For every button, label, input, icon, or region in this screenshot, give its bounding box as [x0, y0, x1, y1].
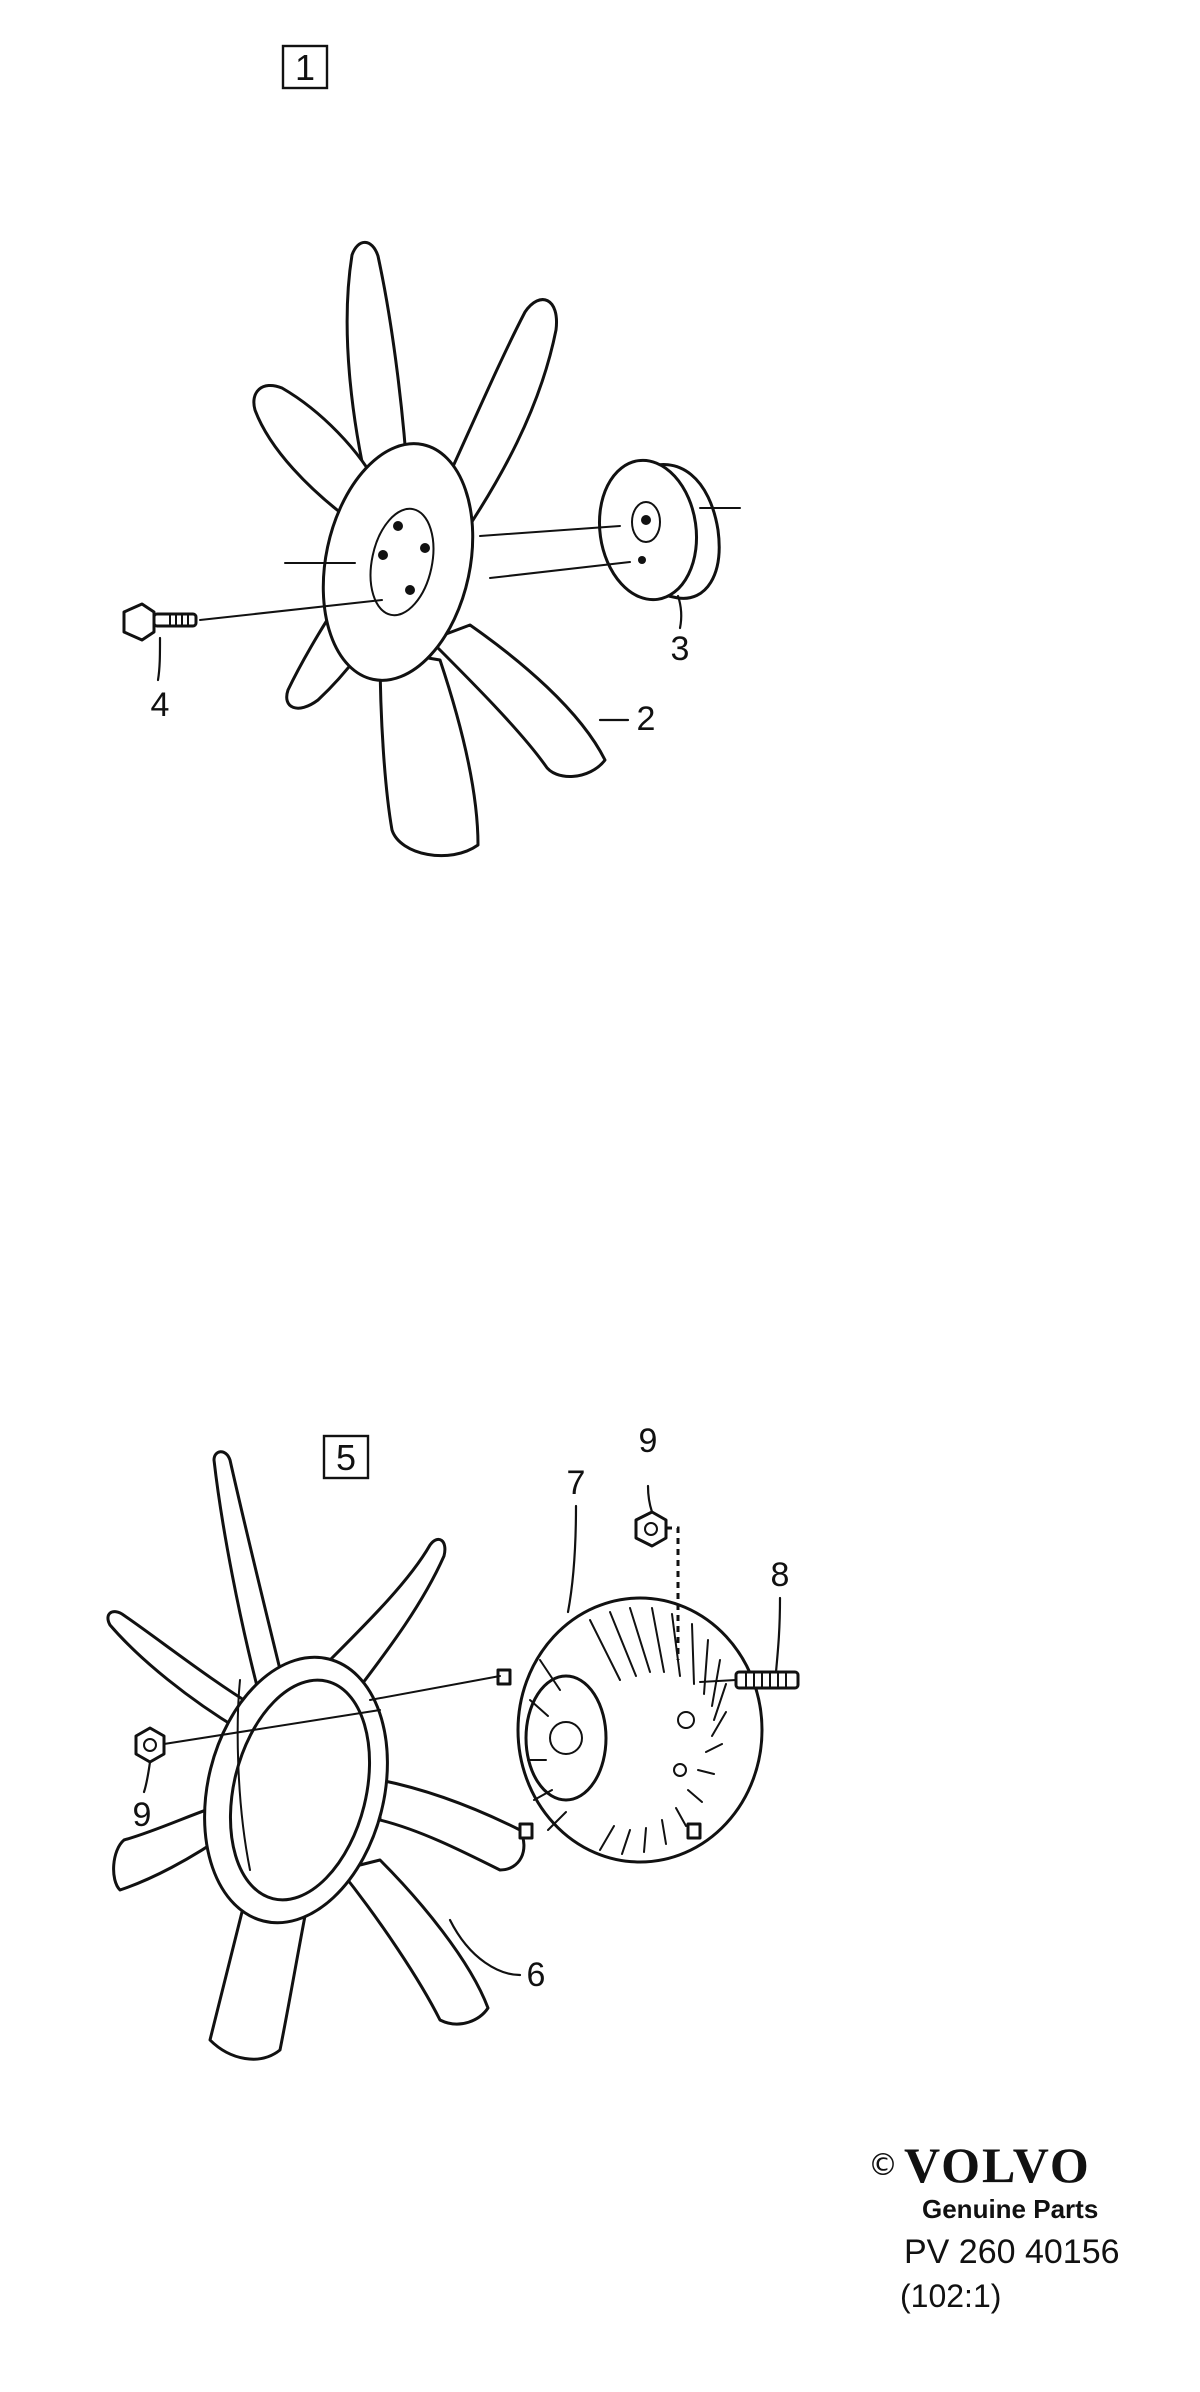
callout-7: 7 — [567, 1464, 586, 1502]
callout-4: 4 — [151, 686, 170, 724]
reference-number: PV 260 40156 — [904, 2233, 1120, 2271]
callout-8: 8 — [771, 1556, 790, 1594]
copyright-symbol: © — [868, 2147, 898, 2183]
diagram-code: (102:1) — [900, 2278, 1002, 2314]
callout-9-top: 9 — [639, 1422, 658, 1460]
callout-9-left: 9 — [133, 1796, 152, 1834]
nut-icon — [634, 1510, 668, 1548]
group-1-label: 1 — [281, 44, 329, 90]
brand-tagline: Genuine Parts — [922, 2194, 1099, 2224]
brand-block: © VOLVO Genuine Parts PV 260 40156 (102:… — [868, 2140, 1168, 2315]
group-5-label: 5 — [322, 1434, 370, 1480]
callout-3: 3 — [671, 630, 690, 668]
spacer-hub-icon — [597, 458, 721, 602]
nut-icon — [134, 1726, 166, 1764]
brand-logo: VOLVO — [904, 2137, 1091, 2193]
callout-2: 2 — [637, 700, 656, 738]
brand-row: © VOLVO — [868, 2140, 1168, 2190]
group-1-number: 1 — [295, 47, 315, 88]
callout-6: 6 — [527, 1956, 546, 1994]
bolt-icon — [122, 602, 198, 642]
viscous-coupling-icon — [496, 1596, 764, 1864]
fan-icon — [252, 240, 607, 858]
group-5-number: 5 — [336, 1437, 356, 1478]
stud-icon — [734, 1670, 800, 1690]
fan-large-icon — [106, 1450, 526, 2061]
